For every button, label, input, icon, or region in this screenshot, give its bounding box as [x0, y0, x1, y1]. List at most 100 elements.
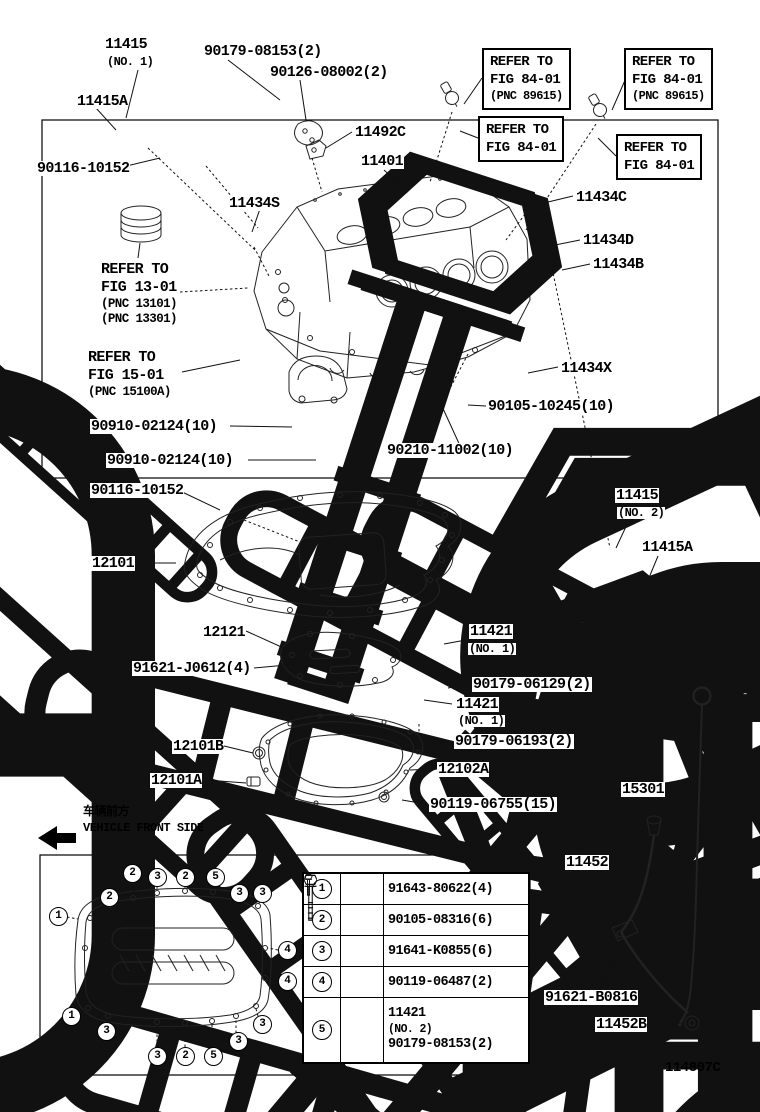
plate-90126-drawing: [294, 120, 323, 146]
refer-line: FIG 84-01: [486, 140, 557, 157]
gasket-callout: 4: [278, 941, 297, 960]
part-label-11421-b-sub: (NO. 1): [457, 714, 506, 728]
gasket-callout: 3: [229, 1032, 248, 1051]
gasket-drawing: [74, 887, 272, 1027]
refer-line: REFER TO: [632, 54, 695, 70]
gasket-callout: 3: [148, 868, 167, 887]
fastener-parts-table: 1 91643-80622(4) 2 90105-08316(6) 3 9164…: [302, 872, 530, 1064]
gasket-callout: 3: [230, 884, 249, 903]
refer-line: FIG 84-01: [632, 72, 703, 89]
gasket-callout: 1: [62, 1007, 81, 1026]
gasket-callout: 5: [204, 1047, 223, 1066]
table-part-number: 91643-80622(4): [388, 881, 494, 897]
refer-line: FIG 84-01: [624, 158, 695, 175]
leader-lines: [95, 59, 693, 1024]
part-label-90210-11002: 90210-11002(10): [386, 442, 515, 459]
refer-pnc: (PNC 15100A): [88, 385, 171, 399]
refer-pnc: (PNC 13301): [101, 312, 178, 326]
refer-pnc: (PNC 13101): [101, 297, 178, 311]
bolt-icon: [304, 874, 384, 935]
table-part-line: 90179-08153(2): [388, 1037, 494, 1053]
part-label-11452: 11452: [565, 854, 610, 871]
gasket-callout: 2: [123, 864, 142, 883]
table-part-number: 11421 (NO. 2) 90179-08153(2): [384, 998, 528, 1062]
part-label-11492c: 11492C: [354, 124, 407, 141]
gasket-callout: 2: [176, 1047, 195, 1066]
part-label-11415-no2-sub: (NO. 2): [617, 506, 666, 520]
part-label-90126-08002: 90126-08002(2): [269, 64, 389, 81]
diagram-code: 114807C: [665, 1060, 721, 1076]
refer-line: REFER TO: [490, 54, 553, 70]
part-label-90179-08153-top: 90179-08153(2): [203, 43, 323, 60]
part-label-90179-06193: 90179-06193(2): [454, 733, 574, 750]
table-part-line: 11421: [388, 1005, 426, 1021]
part-label-11415a-no1: 11415A: [76, 93, 129, 110]
part-label-11434s: 11434S: [228, 195, 281, 212]
part-label-11421-b: 11421: [455, 696, 500, 713]
gasket-callout: 4: [278, 972, 297, 991]
pin-11434x: [0, 396, 124, 1094]
oil-level-gauge-guide-drawing: [611, 815, 689, 1014]
table-row: 3 91641-K0855(6): [304, 874, 528, 966]
gasket-callout: 2: [176, 868, 195, 887]
gasket-callout: 1: [49, 907, 68, 926]
part-label-90105-10245: 90105-10245(10): [487, 398, 616, 415]
gasket-callout: 5: [206, 868, 225, 887]
part-label-90910-02124-b: 90910-02124(10): [106, 452, 235, 469]
refer-line: REFER TO: [624, 140, 687, 156]
row-number-badge: 3: [312, 941, 332, 961]
refer-box-fig84-pnc89615-a: REFER TO FIG 84-01 (PNC 89615): [482, 48, 571, 110]
bolt-icon: [304, 874, 384, 904]
table-row: 1 91643-80622(4): [304, 874, 528, 904]
part-label-11415-no2: 11415: [615, 487, 660, 504]
part-label-11415-no1: 11415: [104, 36, 149, 53]
vehicle-front-en: VEHICLE FRONT SIDE: [83, 820, 204, 835]
refer-line: REFER TO: [486, 122, 549, 138]
refer-box-fig84-c: REFER TO FIG 84-01: [478, 116, 565, 163]
refer-line: FIG 84-01: [490, 72, 561, 89]
part-label-11401: 11401: [360, 153, 405, 170]
part-label-11434b: 11434B: [592, 256, 645, 273]
table-row: 2 90105-08316(6): [304, 874, 528, 935]
part-label-11452b: 11452B: [595, 1016, 648, 1033]
part-label-11434d: 11434D: [582, 232, 635, 249]
sensor-89615-drawing: [588, 93, 607, 119]
gasket-callout: 3: [148, 1047, 167, 1066]
part-label-90910-02124-a: 90910-02124(10): [90, 418, 219, 435]
part-label-12101a: 12101A: [150, 772, 203, 789]
part-label-12101b: 12101B: [172, 738, 225, 755]
vehicle-front-cn: 车辆前方: [83, 805, 130, 819]
baffle-plate-drawing: [280, 631, 402, 688]
part-label-90179-06129: 90179-06129(2): [472, 676, 592, 693]
stud-bolt-icon: [304, 874, 384, 1062]
part-label-11434c: 11434C: [575, 189, 628, 206]
row-number-badge: 5: [312, 1020, 332, 1040]
refer-line: FIG 15-01: [88, 367, 164, 384]
upper-oil-pan-drawing: [183, 491, 462, 618]
bolt-icon: [304, 874, 384, 966]
gasket-callout: 3: [253, 1015, 272, 1034]
bearing-cap-drawing: [288, 355, 348, 404]
table-part-number: 90105-08316(6): [388, 912, 494, 928]
table-part-number: 90119-06487(2): [388, 974, 494, 990]
refer-line: REFER TO: [101, 261, 169, 278]
refer-box-fig84-d: REFER TO FIG 84-01: [616, 134, 703, 181]
refer-note-fig15-01: REFER TO FIG 15-01 (PNC 15100A): [87, 349, 172, 400]
part-label-91621-b0816: 91621-B0816: [544, 989, 639, 1006]
bolt-icon: [304, 874, 384, 997]
refer-pnc: (PNC 89615): [632, 89, 705, 104]
part-label-15301: 15301: [621, 781, 666, 798]
part-label-11434x: 11434X: [560, 360, 613, 377]
table-row: 4 90119-06487(2): [304, 874, 528, 997]
refer-line: REFER TO: [88, 349, 156, 366]
gasket-callout: 2: [100, 888, 119, 907]
grommet-11452b-drawing: [684, 1015, 700, 1031]
refer-line: FIG 13-01: [101, 279, 177, 296]
refer-box-fig84-pnc89615-b: REFER TO FIG 84-01 (PNC 89615): [624, 48, 713, 110]
refer-pnc: (PNC 89615): [490, 89, 563, 104]
part-label-11421-a: 11421: [469, 623, 514, 640]
bracket-11492c-drawing: [305, 139, 327, 160]
table-row: 5 11421 (NO. 2) 90179-08153(2): [304, 874, 528, 1062]
vehicle-front-arrow: [38, 826, 76, 850]
